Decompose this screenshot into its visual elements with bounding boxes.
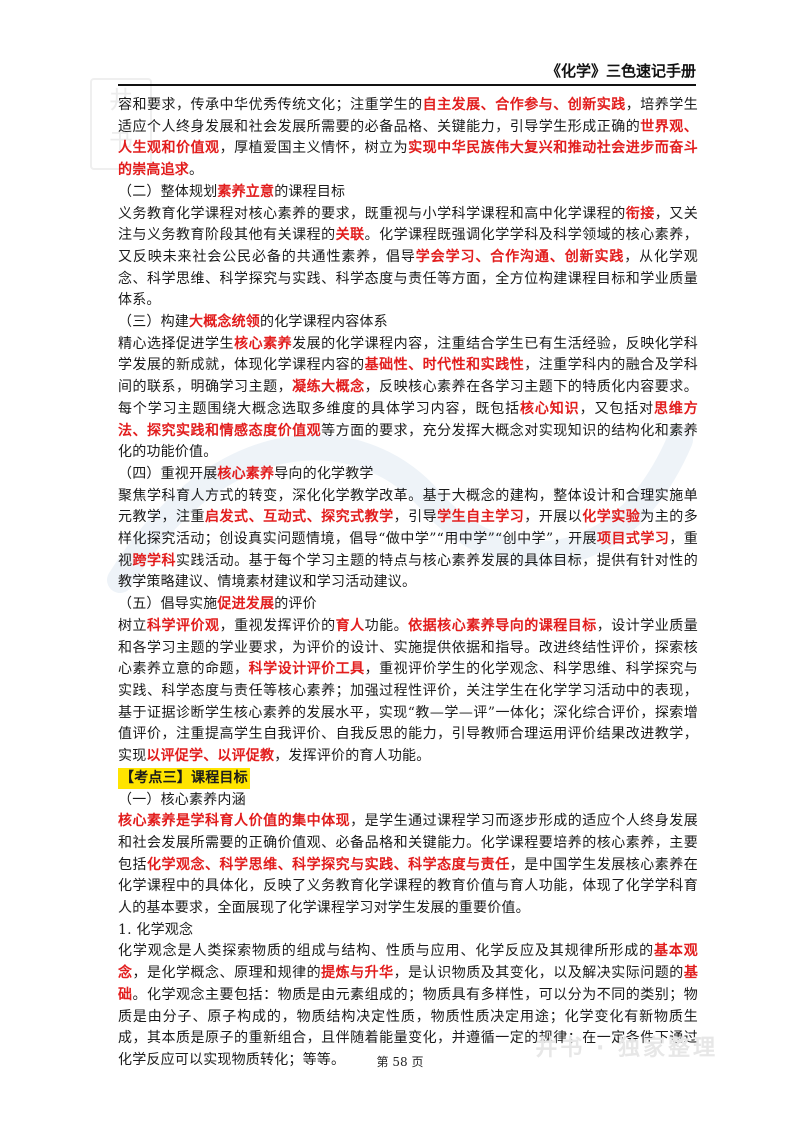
header-rule [118, 84, 696, 86]
page-header-title: 《化学》三色速记手册 [545, 62, 696, 80]
heading-6: （一）核心素养内涵 [118, 791, 246, 808]
section-highlight: 【考点三】课程目标 [118, 767, 250, 789]
paragraph-5: 树立科学评价观，重视发挥评价的育人功能。依据核心素养导向的课程目标，设计学业质量… [118, 617, 699, 765]
heading-7: 1. 化学观念 [118, 921, 194, 938]
heading-5: （五）倡导实施促进发展的评价 [118, 596, 317, 613]
paragraph-4: 聚焦学科育人方式的转变，深化化学教学改革。基于大概念的建构，整体设计和合理实施单… [118, 487, 698, 591]
paragraph-3: 精心选择促进学生核心素养发展的化学课程内容，注重结合学生已有生活经验，反映化学科… [118, 335, 698, 461]
heading-4: （四）重视开展核心素养导向的化学教学 [118, 465, 374, 482]
heading-2: （二）整体规划素养立意的课程目标 [118, 183, 346, 200]
paragraph-2: 义务教育化学课程对核心素养的要求，既重视与小学科学课程和高中化学课程的衔接，又关… [118, 205, 699, 309]
document-body: 容和要求，传承中华优秀传统文化；注重学生的自主发展、合作参与、创新实践，培养学生… [118, 95, 698, 1072]
paragraph-7: 化学观念是人类探索物质的组成与结构、性质与应用、化学反应及其规律所形成的基本观念… [118, 943, 699, 1068]
seal-watermark: 井书 [90, 78, 152, 170]
section-heading: 【考点三】课程目标 [118, 767, 698, 790]
page-number: 第 58 页 [376, 1055, 424, 1069]
paragraph-6: 核心素养是学科育人价值的集中体现，是学生通过课程学习而逐步形成的适应个人终身发展… [118, 813, 698, 917]
brand-watermark: 井书 · 独家整理 [535, 1036, 718, 1061]
paragraph-1: 容和要求，传承中华优秀传统文化；注重学生的自主发展、合作参与、创新实践，培养学生… [118, 97, 699, 179]
heading-3: （三）构建大概念统领的化学课程内容体系 [118, 314, 388, 331]
